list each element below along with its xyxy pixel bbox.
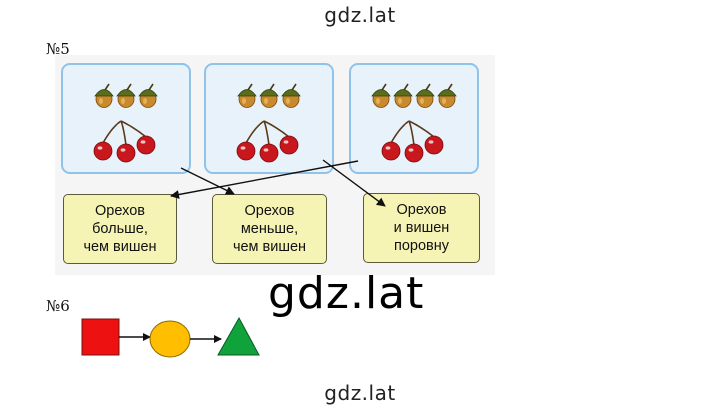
task-5-number: №5 bbox=[46, 40, 70, 58]
cherry-stems bbox=[390, 120, 435, 146]
cherry-stems bbox=[102, 120, 147, 146]
cherry-icon bbox=[236, 141, 256, 161]
acorn-icon bbox=[94, 83, 114, 108]
picture-card-3 bbox=[349, 63, 479, 174]
acorn-icon bbox=[237, 83, 257, 108]
cherry-icon bbox=[279, 135, 299, 155]
cherry-icon bbox=[116, 143, 136, 163]
answer-card-3-line-1: Орехов bbox=[396, 202, 447, 218]
cherry-group-1 bbox=[93, 120, 156, 163]
cherry-group-3 bbox=[381, 120, 444, 163]
cherry-icon bbox=[424, 135, 444, 155]
answer-card-1-line-1: Орехов bbox=[95, 203, 145, 219]
acorn-icon bbox=[371, 83, 391, 108]
acorn-group-2 bbox=[237, 83, 301, 108]
acorn-group-1 bbox=[94, 83, 158, 108]
answer-card-3-line-2: и вишен bbox=[393, 220, 450, 236]
square-icon bbox=[81, 318, 120, 356]
watermark-bottom: gdz.lat bbox=[324, 381, 396, 405]
triangle-icon bbox=[217, 316, 260, 356]
picture-card-2-art bbox=[236, 83, 301, 163]
task-6-number: №6 bbox=[46, 297, 70, 315]
answer-card-1-line-3: чем вишен bbox=[83, 239, 157, 255]
answer-card-2[interactable]: Орехов меньше, чем вишен bbox=[212, 194, 327, 264]
cherry-stems bbox=[245, 120, 290, 146]
picture-card-1 bbox=[61, 63, 191, 174]
acorn-icon bbox=[437, 83, 457, 108]
watermark-top: gdz.lat bbox=[324, 3, 396, 27]
arrow-card2-to-answer3 bbox=[322, 159, 386, 207]
acorn-icon bbox=[281, 83, 301, 108]
answer-card-3-line-3: поровну bbox=[393, 238, 449, 254]
circle-icon bbox=[149, 320, 191, 358]
watermark-center: gdz.lat bbox=[268, 268, 425, 319]
acorn-icon bbox=[116, 83, 136, 108]
picture-card-1-art bbox=[93, 83, 158, 163]
acorn-icon bbox=[138, 83, 158, 108]
arrow-card3-to-answer1 bbox=[170, 160, 359, 199]
picture-card-2 bbox=[204, 63, 334, 174]
answer-card-2-line-1: Орехов bbox=[244, 203, 295, 219]
acorn-icon bbox=[393, 83, 413, 108]
acorn-icon bbox=[415, 83, 435, 108]
cherry-group-2 bbox=[236, 120, 299, 163]
cherry-icon bbox=[259, 143, 279, 163]
picture-card-3-art bbox=[371, 83, 457, 163]
acorn-icon bbox=[259, 83, 279, 108]
answer-card-2-line-2: меньше, bbox=[240, 221, 299, 237]
answer-card-1[interactable]: Орехов больше, чем вишен bbox=[63, 194, 177, 264]
arrow-card1-to-answer2 bbox=[180, 167, 235, 195]
cherry-icon bbox=[381, 141, 401, 161]
answer-card-1-line-2: больше, bbox=[92, 221, 148, 237]
cherry-icon bbox=[136, 135, 156, 155]
cherry-icon bbox=[404, 143, 424, 163]
acorn-group-3 bbox=[371, 83, 457, 108]
answer-card-2-line-3: чем вишен bbox=[232, 239, 307, 255]
cherry-icon bbox=[93, 141, 113, 161]
